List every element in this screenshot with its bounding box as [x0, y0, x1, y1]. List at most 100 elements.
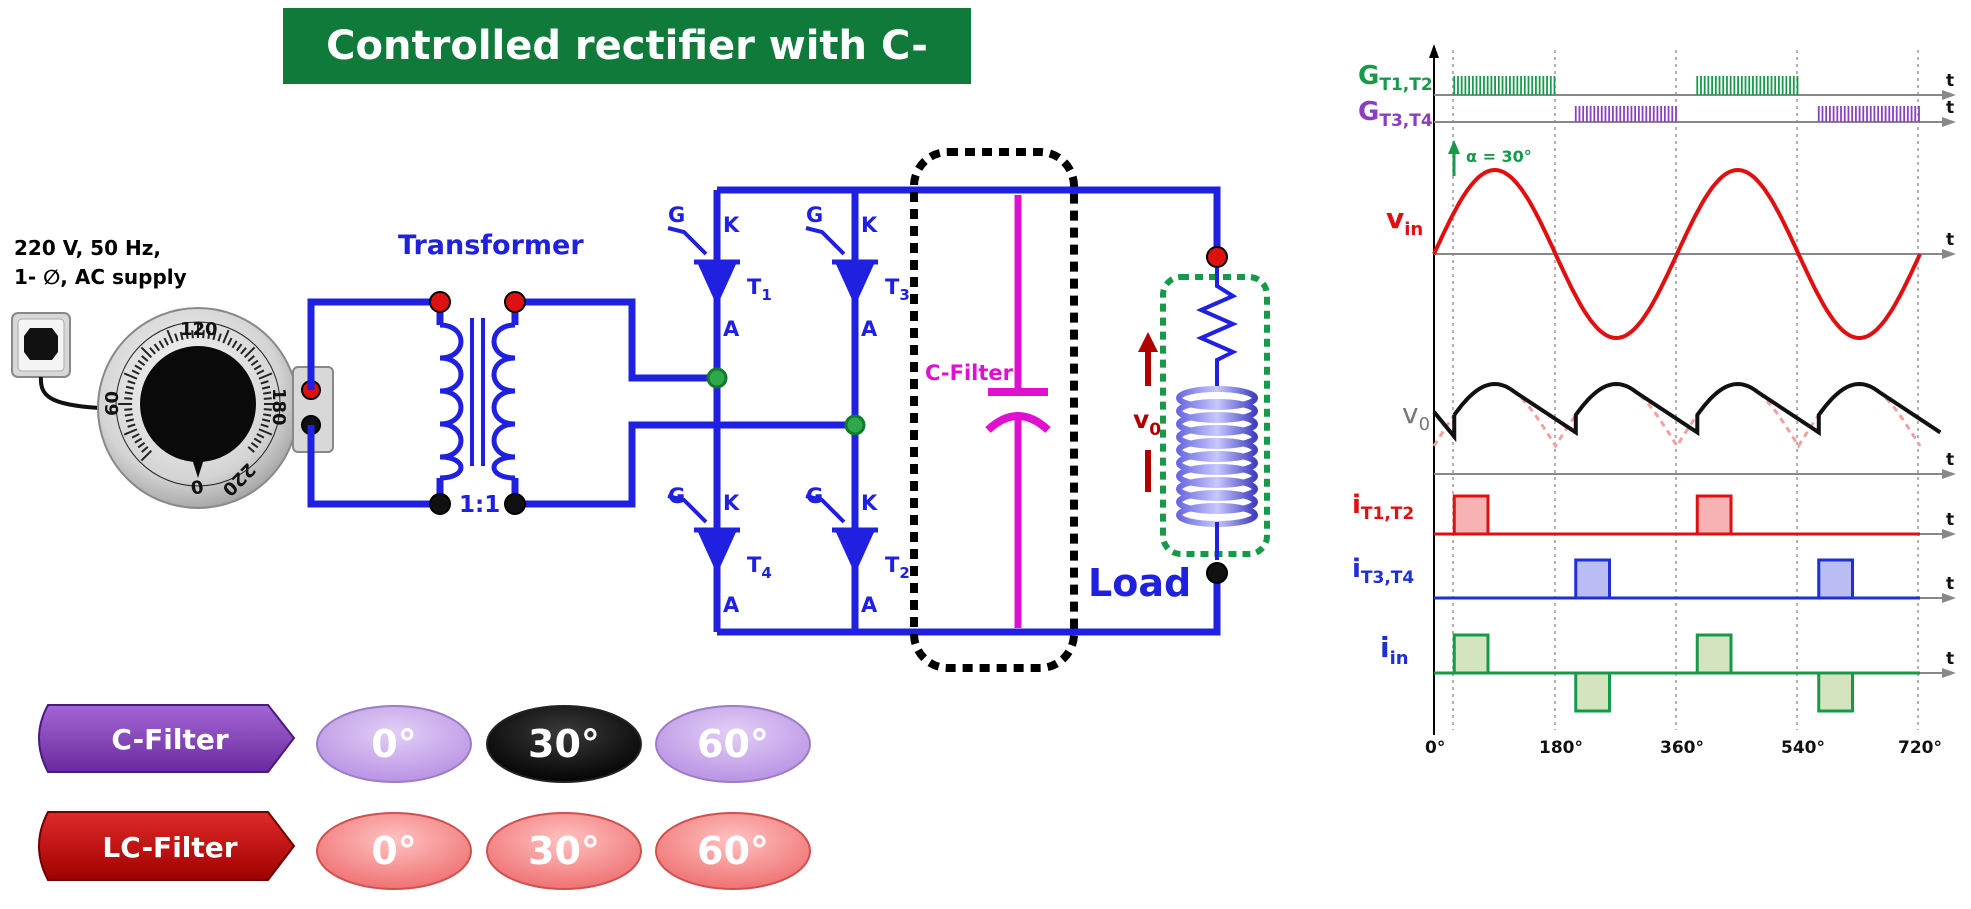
- t4-cathode-label: K: [723, 491, 740, 515]
- x-tick-180: 180°: [1539, 738, 1583, 758]
- dial-tick-mark: [250, 359, 259, 367]
- dial-tick-mark: [141, 355, 149, 362]
- time-axis-arrow-icon: [1942, 117, 1956, 127]
- t4-name: T4: [747, 553, 772, 582]
- dial-tick-mark: [124, 413, 133, 417]
- alpha-arrow-icon: [1448, 140, 1460, 176]
- dial-tick-mark: [153, 343, 161, 352]
- dial-tick-mark: [134, 437, 143, 444]
- label-it3t4: iT3,T4: [1352, 554, 1414, 588]
- dial-tick-mark: [124, 397, 133, 400]
- svg-text:30°: 30°: [528, 829, 600, 873]
- x-tick-720: 720°: [1898, 738, 1942, 758]
- dial-tick-mark: [140, 346, 153, 359]
- c-filter-30-button[interactable]: 30°: [486, 705, 642, 783]
- load-voltage-label: v0: [1133, 405, 1161, 440]
- time-axis-label: t: [1946, 510, 1954, 530]
- v0-waveform: [1452, 381, 1942, 437]
- svg-text:30°: 30°: [528, 722, 600, 766]
- dial-tick-0: 0: [189, 477, 205, 500]
- transformer-label: Transformer: [398, 230, 584, 261]
- dial-tick-mark: [263, 408, 272, 411]
- thyristor-t4: [667, 494, 740, 574]
- svg-text:LC-Filter: LC-Filter: [102, 831, 237, 864]
- time-axis-label: t: [1946, 98, 1954, 118]
- dial-tick-60: 60: [102, 391, 123, 416]
- iin-positive-pulse: [1695, 633, 1733, 675]
- iin-negative-pulse: [1574, 671, 1611, 713]
- dial-tick-mark: [131, 369, 140, 375]
- label-v0: v0: [1402, 397, 1430, 435]
- dial-tick-mark: [263, 397, 272, 400]
- x-tick-540: 540°: [1781, 738, 1825, 758]
- dial-tick-mark: [253, 364, 262, 371]
- lc-filter-button[interactable]: LC-Filter: [38, 811, 296, 881]
- junction-node: [844, 414, 866, 436]
- c-filter-button[interactable]: C-Filter: [38, 704, 296, 773]
- lc-filter-0-button[interactable]: 0°: [316, 812, 472, 890]
- coil-turn: [1176, 386, 1258, 410]
- dial-tick-mark: [258, 372, 273, 380]
- it1t2-pulse: [1695, 494, 1733, 536]
- label-it1t2: iT1,T2: [1352, 490, 1414, 524]
- dial-tick-mark: [253, 437, 262, 444]
- iin-negative-pulse: [1817, 671, 1854, 713]
- dial-tick-mark: [125, 385, 135, 390]
- time-axis-arrow-icon: [1942, 469, 1956, 479]
- lc-filter-30-button[interactable]: 30°: [486, 812, 642, 890]
- variac-dial[interactable]: 120 60 180 220 0: [97, 307, 299, 509]
- output-voltage-arrow-icon: [1138, 332, 1158, 492]
- x-tick-360: 360°: [1660, 738, 1704, 758]
- dial-tick-mark: [149, 347, 156, 355]
- t1-cathode-label: K: [723, 213, 740, 237]
- dial-tick-mark: [212, 331, 217, 341]
- t2-name: T2: [885, 553, 910, 582]
- t3-cathode-label: K: [861, 213, 878, 237]
- dial-tick-mark: [256, 369, 265, 375]
- svg-text:60°: 60°: [697, 722, 769, 766]
- dial-tick-120: 120: [180, 319, 218, 340]
- time-axis-label: t: [1946, 230, 1954, 250]
- dial-tick-mark: [174, 333, 179, 342]
- coil-turn: [1176, 399, 1258, 423]
- lc-filter-60-button[interactable]: 60°: [655, 812, 811, 890]
- dial-tick-mark: [235, 343, 243, 352]
- t1-anode-label: A: [723, 317, 740, 341]
- c-filter-0-button[interactable]: 0°: [316, 705, 472, 783]
- coil-turn: [1176, 438, 1258, 462]
- coil-turn: [1176, 412, 1258, 436]
- dial-tick-mark: [124, 391, 133, 395]
- dial-tick-mark: [227, 337, 233, 346]
- dial-tick-mark: [158, 340, 165, 349]
- transformer-ratio: 1:1: [459, 492, 500, 518]
- dial-tick-mark: [217, 333, 222, 342]
- t4-anode-label: A: [723, 593, 740, 617]
- c-filter-60-button[interactable]: 60°: [655, 705, 811, 783]
- v0-start-segment: [1432, 410, 1457, 443]
- thyristor-t3: [805, 226, 878, 306]
- t2-cathode-label: K: [861, 491, 878, 515]
- time-axis-arrow-icon: [1942, 668, 1956, 678]
- dial-tick-mark: [141, 446, 149, 453]
- dial-tick-mark: [123, 372, 138, 380]
- dial-tick-mark: [260, 423, 269, 428]
- t3-gate-label: G: [806, 203, 823, 227]
- wall-socket-icon: [11, 312, 101, 410]
- dial-tick-mark: [127, 423, 136, 428]
- junction-node: [706, 367, 728, 389]
- label-iin: iin: [1380, 631, 1409, 669]
- capacitor: [985, 195, 1051, 628]
- thyristor-t1: [667, 226, 740, 306]
- dial-tick-mark: [247, 355, 255, 362]
- iin-positive-pulse: [1452, 633, 1490, 675]
- load-inductor-icon: [1176, 374, 1258, 560]
- t2-anode-label: A: [861, 593, 878, 617]
- t4-gate-label: G: [668, 484, 685, 508]
- time-axis-arrow-icon: [1942, 249, 1956, 259]
- dial-tick-mark: [191, 330, 194, 339]
- dial-tick-mark: [256, 433, 265, 439]
- dial-tick-mark: [127, 380, 136, 385]
- it3t4-pulse: [1817, 558, 1854, 600]
- dial-tick-mark: [247, 446, 255, 453]
